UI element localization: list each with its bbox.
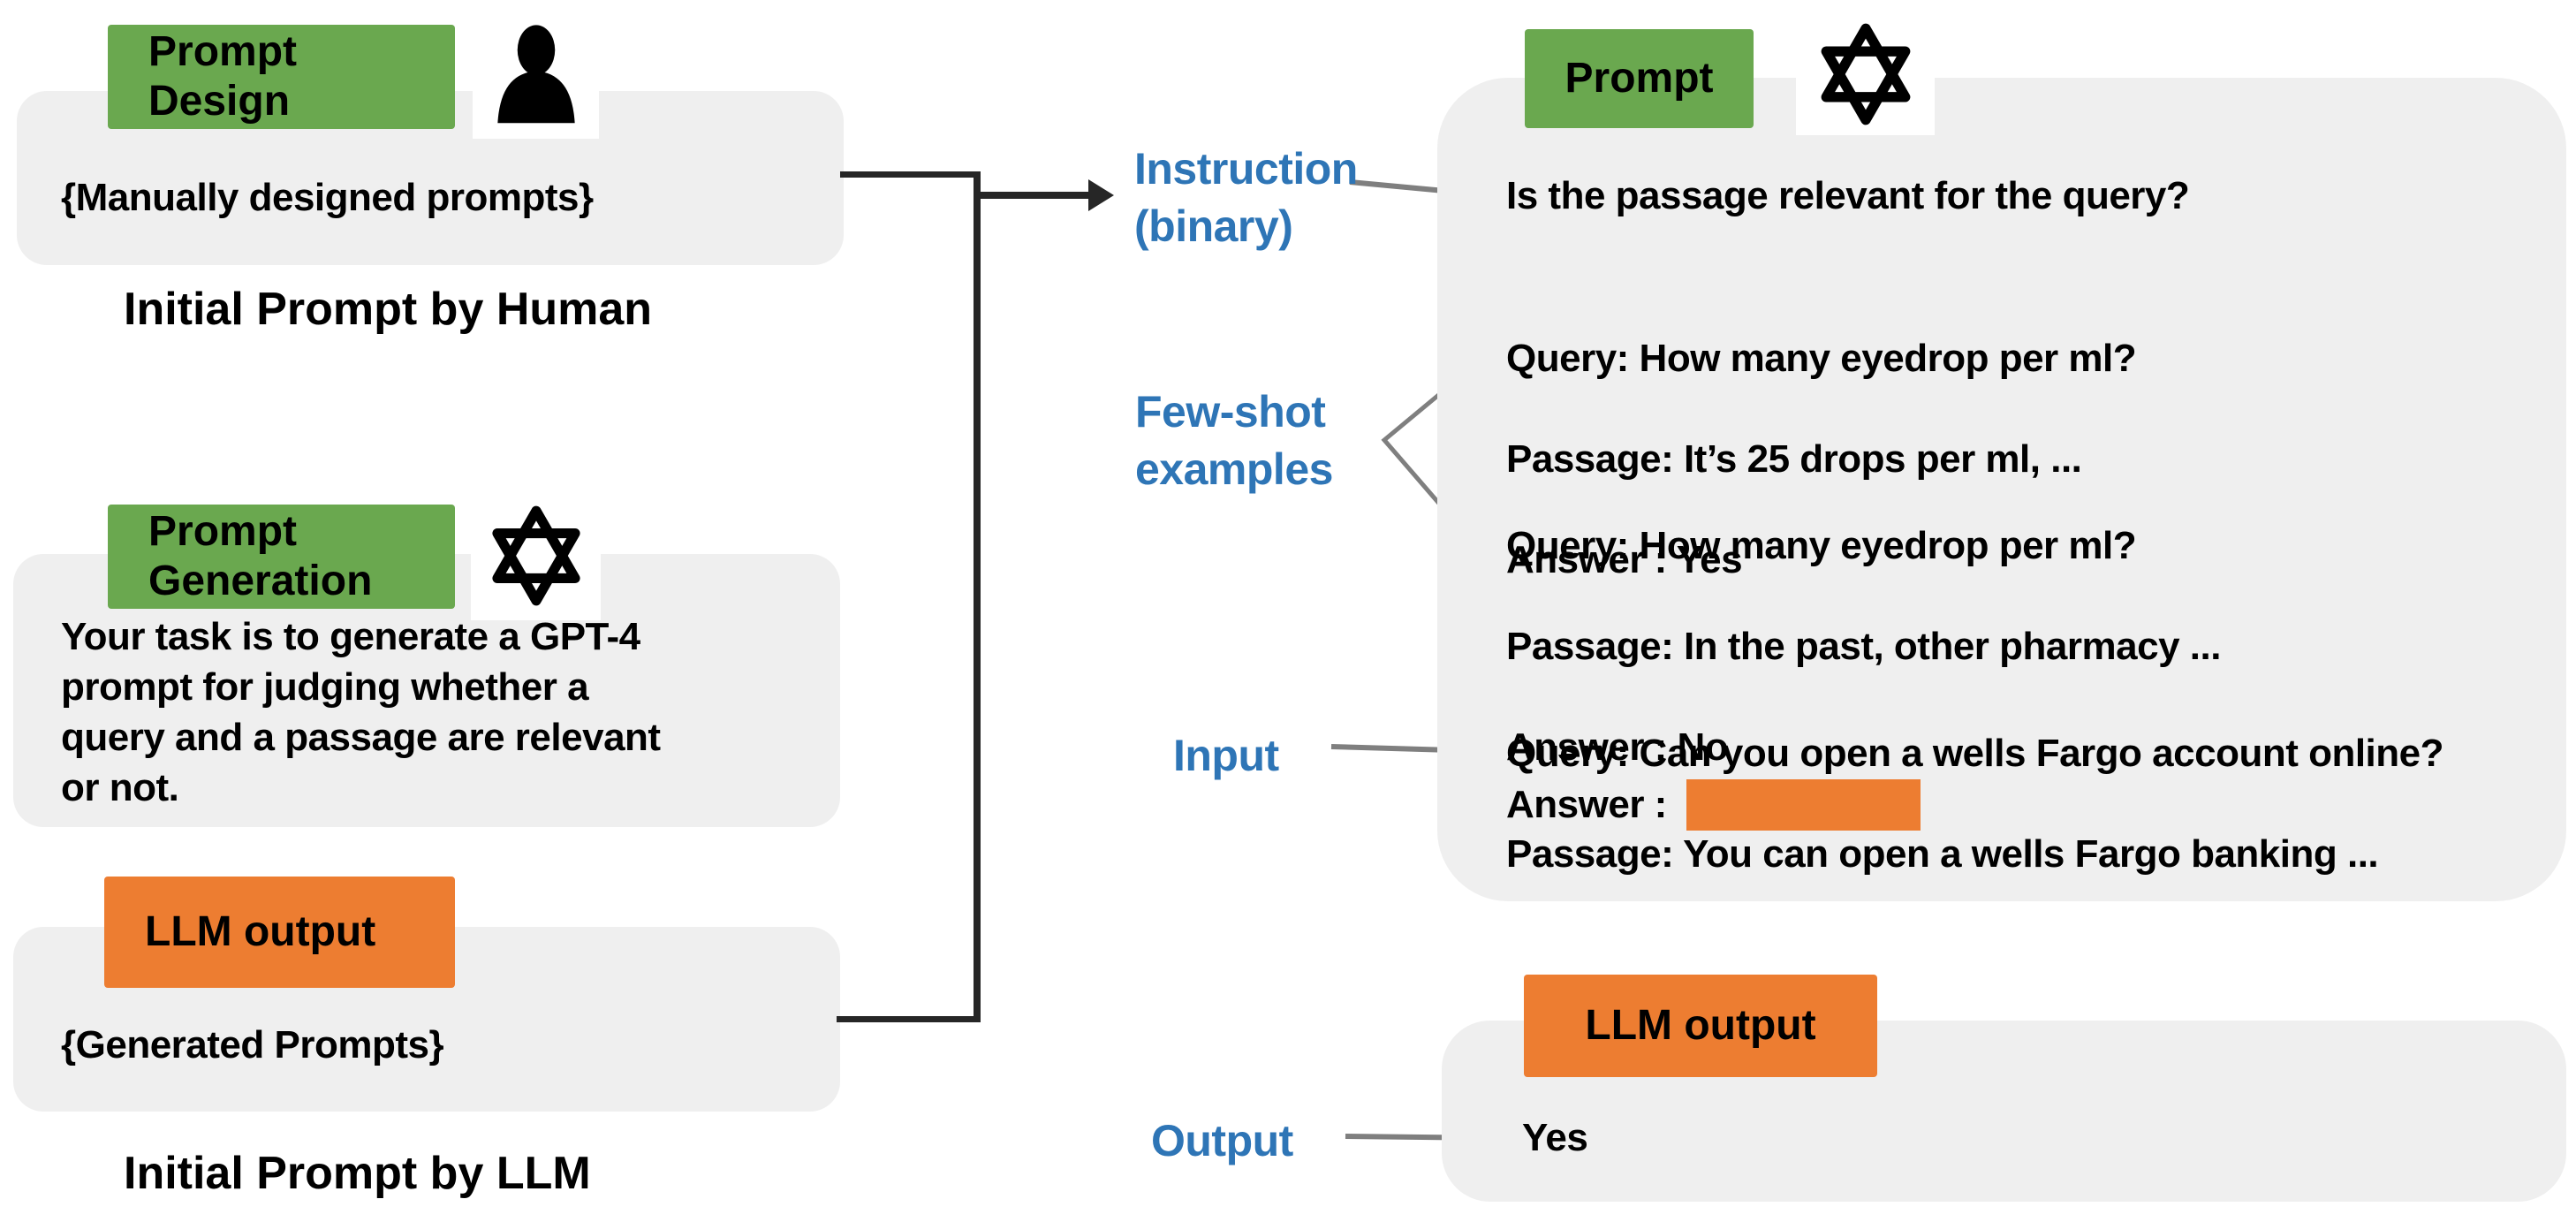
example-1-query: Query: How many eyedrop per ml?	[1506, 337, 2137, 380]
connector-top-horizontal	[840, 171, 981, 178]
llm-caption: Initial Prompt by LLM	[124, 1148, 591, 1199]
arrow-shaft	[977, 192, 1088, 199]
prompt-panel	[1437, 78, 2566, 901]
openai-plate-right	[1796, 12, 1935, 135]
person-icon	[484, 16, 588, 134]
prompt-tag: Prompt	[1525, 29, 1754, 128]
example-1-answer: Answer : Yes	[1506, 538, 1743, 581]
human-prompt-body: {Manually designed prompts}	[61, 176, 594, 219]
input-passage: Passage: You can open a wells Fargo bank…	[1506, 832, 2379, 876]
output-value: Yes	[1522, 1116, 1588, 1159]
generation-body: Your task is to generate a GPT-4 prompt …	[61, 615, 661, 809]
example-2-passage: Passage: In the past, other pharmacy ...	[1506, 625, 2221, 668]
person-plate	[473, 11, 599, 139]
arrow-head-icon	[1088, 179, 1114, 211]
prompt-design-tag: Prompt Design	[108, 25, 455, 129]
connector-bottom-horizontal	[837, 1016, 981, 1022]
connector-vertical	[974, 171, 981, 1022]
answer-blank-box	[1686, 778, 1921, 831]
output-label: Output	[1151, 1116, 1293, 1165]
instruction-label: Instruction (binary)	[1134, 144, 1358, 251]
openai-logo-icon	[1810, 19, 1921, 130]
human-caption: Initial Prompt by Human	[124, 284, 653, 335]
few-shot-example-2: Query: How many eyedrop per ml? Passage:…	[1506, 470, 2549, 823]
openai-logo-icon	[481, 501, 591, 611]
few-shot-example-1: Query: How many eyedrop per ml? Passage:…	[1506, 283, 2549, 635]
input-answer-row: Answer :	[1506, 778, 1921, 831]
example-2-query: Query: How many eyedrop per ml?	[1506, 524, 2137, 567]
few-shot-label: Few-shot examples	[1135, 387, 1333, 494]
input-example: Query: Can you open a wells Fargo accoun…	[1506, 678, 2557, 930]
prompt-instruction-text: Is the passage relevant for the query?	[1506, 174, 2190, 217]
input-answer-prefix: Answer :	[1506, 782, 1667, 826]
llm-output-tag-left: LLM output	[104, 877, 455, 988]
generated-prompts-body: {Generated Prompts}	[61, 1023, 444, 1066]
example-2-answer: Answer : No	[1506, 725, 1729, 769]
example-1-passage: Passage: It’s 25 drops per ml, ...	[1506, 437, 2082, 481]
openai-plate-left	[471, 490, 601, 620]
input-label: Input	[1173, 731, 1279, 780]
prompt-generation-tag: Prompt Generation	[108, 505, 455, 609]
llm-output-tag-right: LLM output	[1524, 975, 1877, 1077]
input-query: Query: Can you open a wells Fargo accoun…	[1506, 732, 2444, 775]
